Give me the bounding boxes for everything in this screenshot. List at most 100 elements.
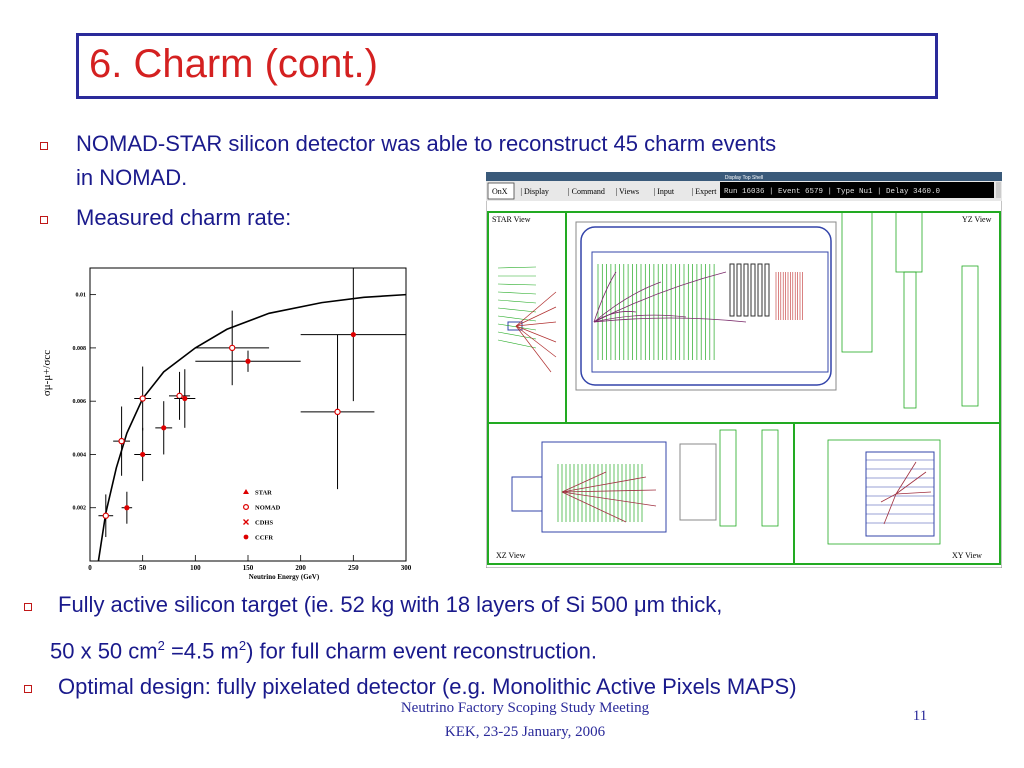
xz-track <box>561 471 607 493</box>
legend-marker-cdhs <box>243 519 249 525</box>
legend-label: STAR <box>255 490 272 497</box>
superscript: 2 <box>157 638 165 653</box>
bullet-marker <box>40 216 48 224</box>
bullet-3-text-e: ) for full charm event reconstruction. <box>246 638 597 664</box>
bullet-3-text-c: 50 x 50 cm <box>50 638 158 664</box>
star-track <box>515 325 552 373</box>
bullet-marker <box>24 603 32 611</box>
legend-label: NOMAD <box>255 505 281 512</box>
nomad-point <box>139 395 146 402</box>
footer-meeting: Neutrino Factory Scoping Study Meeting <box>400 700 650 716</box>
window-titlebar <box>486 172 1002 181</box>
xy-track <box>895 471 927 495</box>
xz-box <box>679 443 717 521</box>
fit-curve <box>97 293 407 562</box>
chart-xlabel: Neutrino Energy (GeV) <box>249 573 320 581</box>
star-track <box>515 291 557 327</box>
legend-label: CCFR <box>255 535 273 542</box>
xy-target <box>865 451 935 537</box>
window-title: Display Top Shell <box>725 175 763 181</box>
x-tick-label: 150 <box>243 564 254 572</box>
bullet-3-line-2: 50 x 50 cm2 =4.5 m2) for full charm even… <box>50 633 597 664</box>
bullet-1-line-2: in NOMAD. <box>76 165 188 190</box>
bullet-marker <box>40 142 48 150</box>
event-display-window: Display Top Shell OnX | Display | Command |… <box>486 172 1002 568</box>
x-tick-label: 250 <box>348 564 359 572</box>
mu-symbol: μ <box>633 592 647 617</box>
menu-item[interactable]: | Views <box>616 187 639 196</box>
y-tick-label: 0.002 <box>73 506 87 512</box>
star-layer <box>497 307 537 313</box>
yz-track <box>593 314 687 323</box>
chart-ylabel: σμ-μ+/σcc <box>41 350 53 396</box>
star-target <box>507 321 523 331</box>
yz-side-panel <box>841 211 873 353</box>
menu-item[interactable]: OnX <box>492 187 508 196</box>
star-track <box>515 306 557 327</box>
yz-side-panel <box>961 265 979 407</box>
chart-curve <box>97 293 407 562</box>
ccfr-point <box>124 505 130 511</box>
xz-track <box>561 491 657 507</box>
ccfr-point <box>245 358 251 364</box>
bullet-marker <box>24 685 32 693</box>
yz-magnet <box>580 226 832 386</box>
yz-trd-module <box>736 263 742 317</box>
bullet-3-text-b: m thick, <box>646 592 723 617</box>
view-label-xy: XY View <box>952 551 982 560</box>
menu-item[interactable]: | Display <box>520 187 549 196</box>
bullet-3-line-1: Fully active silicon target (ie. 52 kg w… <box>58 592 722 618</box>
yz-track <box>593 281 662 323</box>
yz-trd-module <box>764 263 770 317</box>
xz-track <box>561 489 657 493</box>
yz-track <box>593 271 617 323</box>
plot-frame <box>89 267 407 562</box>
menu-bar: OnX | Display | Command | Views | Input | Exp… <box>487 182 718 200</box>
bullet-3-text-d: =4.5 m <box>164 638 239 664</box>
menu-item[interactable]: | Command <box>568 187 605 196</box>
star-layer <box>497 291 537 295</box>
superscript: 2 <box>238 638 247 653</box>
yz-trd-module <box>757 263 763 317</box>
ccfr-point <box>140 451 146 458</box>
nomad-point <box>334 408 341 416</box>
nomad-point <box>118 437 125 445</box>
xy-track <box>880 493 897 503</box>
chart-points <box>98 268 406 538</box>
footer-date: KEK, 23-25 January, 2006 <box>444 724 606 740</box>
slide-title: 6. Charm (cont.) <box>89 42 378 86</box>
view-label-yz: YZ View <box>962 215 992 224</box>
bullet-2: Measured charm rate: <box>76 205 292 230</box>
view-label-star: STAR View <box>492 215 531 224</box>
y-tick-label: 0.008 <box>73 346 87 352</box>
legend-marker-star <box>243 489 249 494</box>
xz-track <box>561 491 627 523</box>
yz-inner <box>591 251 829 373</box>
page-number: 11 <box>912 708 928 724</box>
star-layer <box>497 331 537 340</box>
star-track <box>515 325 557 358</box>
xy-track <box>883 493 897 525</box>
star-layer <box>497 283 537 286</box>
menu-item-frame <box>487 182 515 200</box>
xz-side-panel <box>761 429 779 527</box>
ccfr-point <box>161 425 167 431</box>
bullet-3-text-a: Fully active silicon target (ie. 52 kg w… <box>58 592 634 617</box>
xz-side-panel <box>719 429 737 527</box>
star-layer <box>497 266 537 269</box>
ccfr-point <box>182 395 188 402</box>
menu-item[interactable]: | Input <box>654 187 675 196</box>
star-layer <box>497 339 537 349</box>
yz-trd-module <box>743 263 749 317</box>
legend-marker-ccfr <box>243 534 249 540</box>
menu-item[interactable]: | Expert <box>692 187 718 196</box>
yz-trd-module <box>729 263 735 317</box>
y-tick-label: 0.01 <box>76 293 87 299</box>
bullet-1-line-1: NOMAD-STAR silicon detector was able to … <box>76 131 777 156</box>
y-tick-label: 0.006 <box>73 399 87 405</box>
xz-magnet <box>541 441 667 533</box>
yz-side-panel <box>903 271 917 409</box>
